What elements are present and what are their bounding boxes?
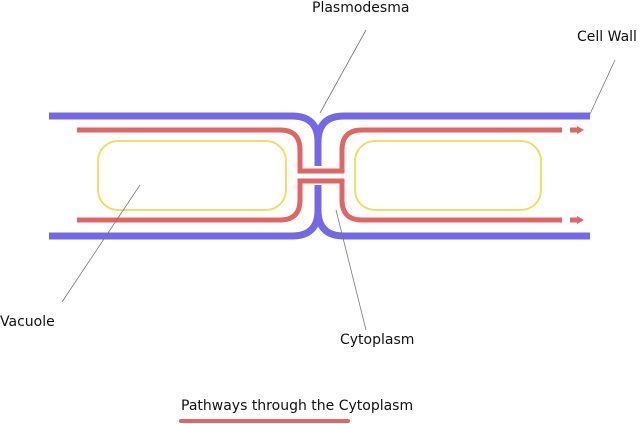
leader-cell-wall (589, 59, 616, 115)
leader-vacuole (61, 184, 141, 303)
label-cytoplasm: Cytoplasm (340, 332, 415, 348)
arrowhead-upper-icon (577, 126, 584, 134)
pathway-lower (77, 178, 562, 223)
leader-cytoplasm (335, 209, 367, 331)
vacuole-right (354, 140, 542, 211)
label-cell-wall: Cell Wall (577, 29, 637, 45)
vacuole-left (97, 140, 287, 211)
label-plasmodesma: Plasmodesma (312, 0, 410, 16)
leader-plasmodesma (319, 29, 367, 114)
label-vacuole: Vacuole (0, 314, 55, 330)
cell-wall-bottom-right (314, 209, 590, 240)
arrowhead-lower-icon (577, 216, 584, 224)
pathway-upper (77, 127, 562, 174)
cell-wall-top-right (314, 112, 590, 143)
legend-label: Pathways through the Cytoplasm (181, 398, 414, 414)
